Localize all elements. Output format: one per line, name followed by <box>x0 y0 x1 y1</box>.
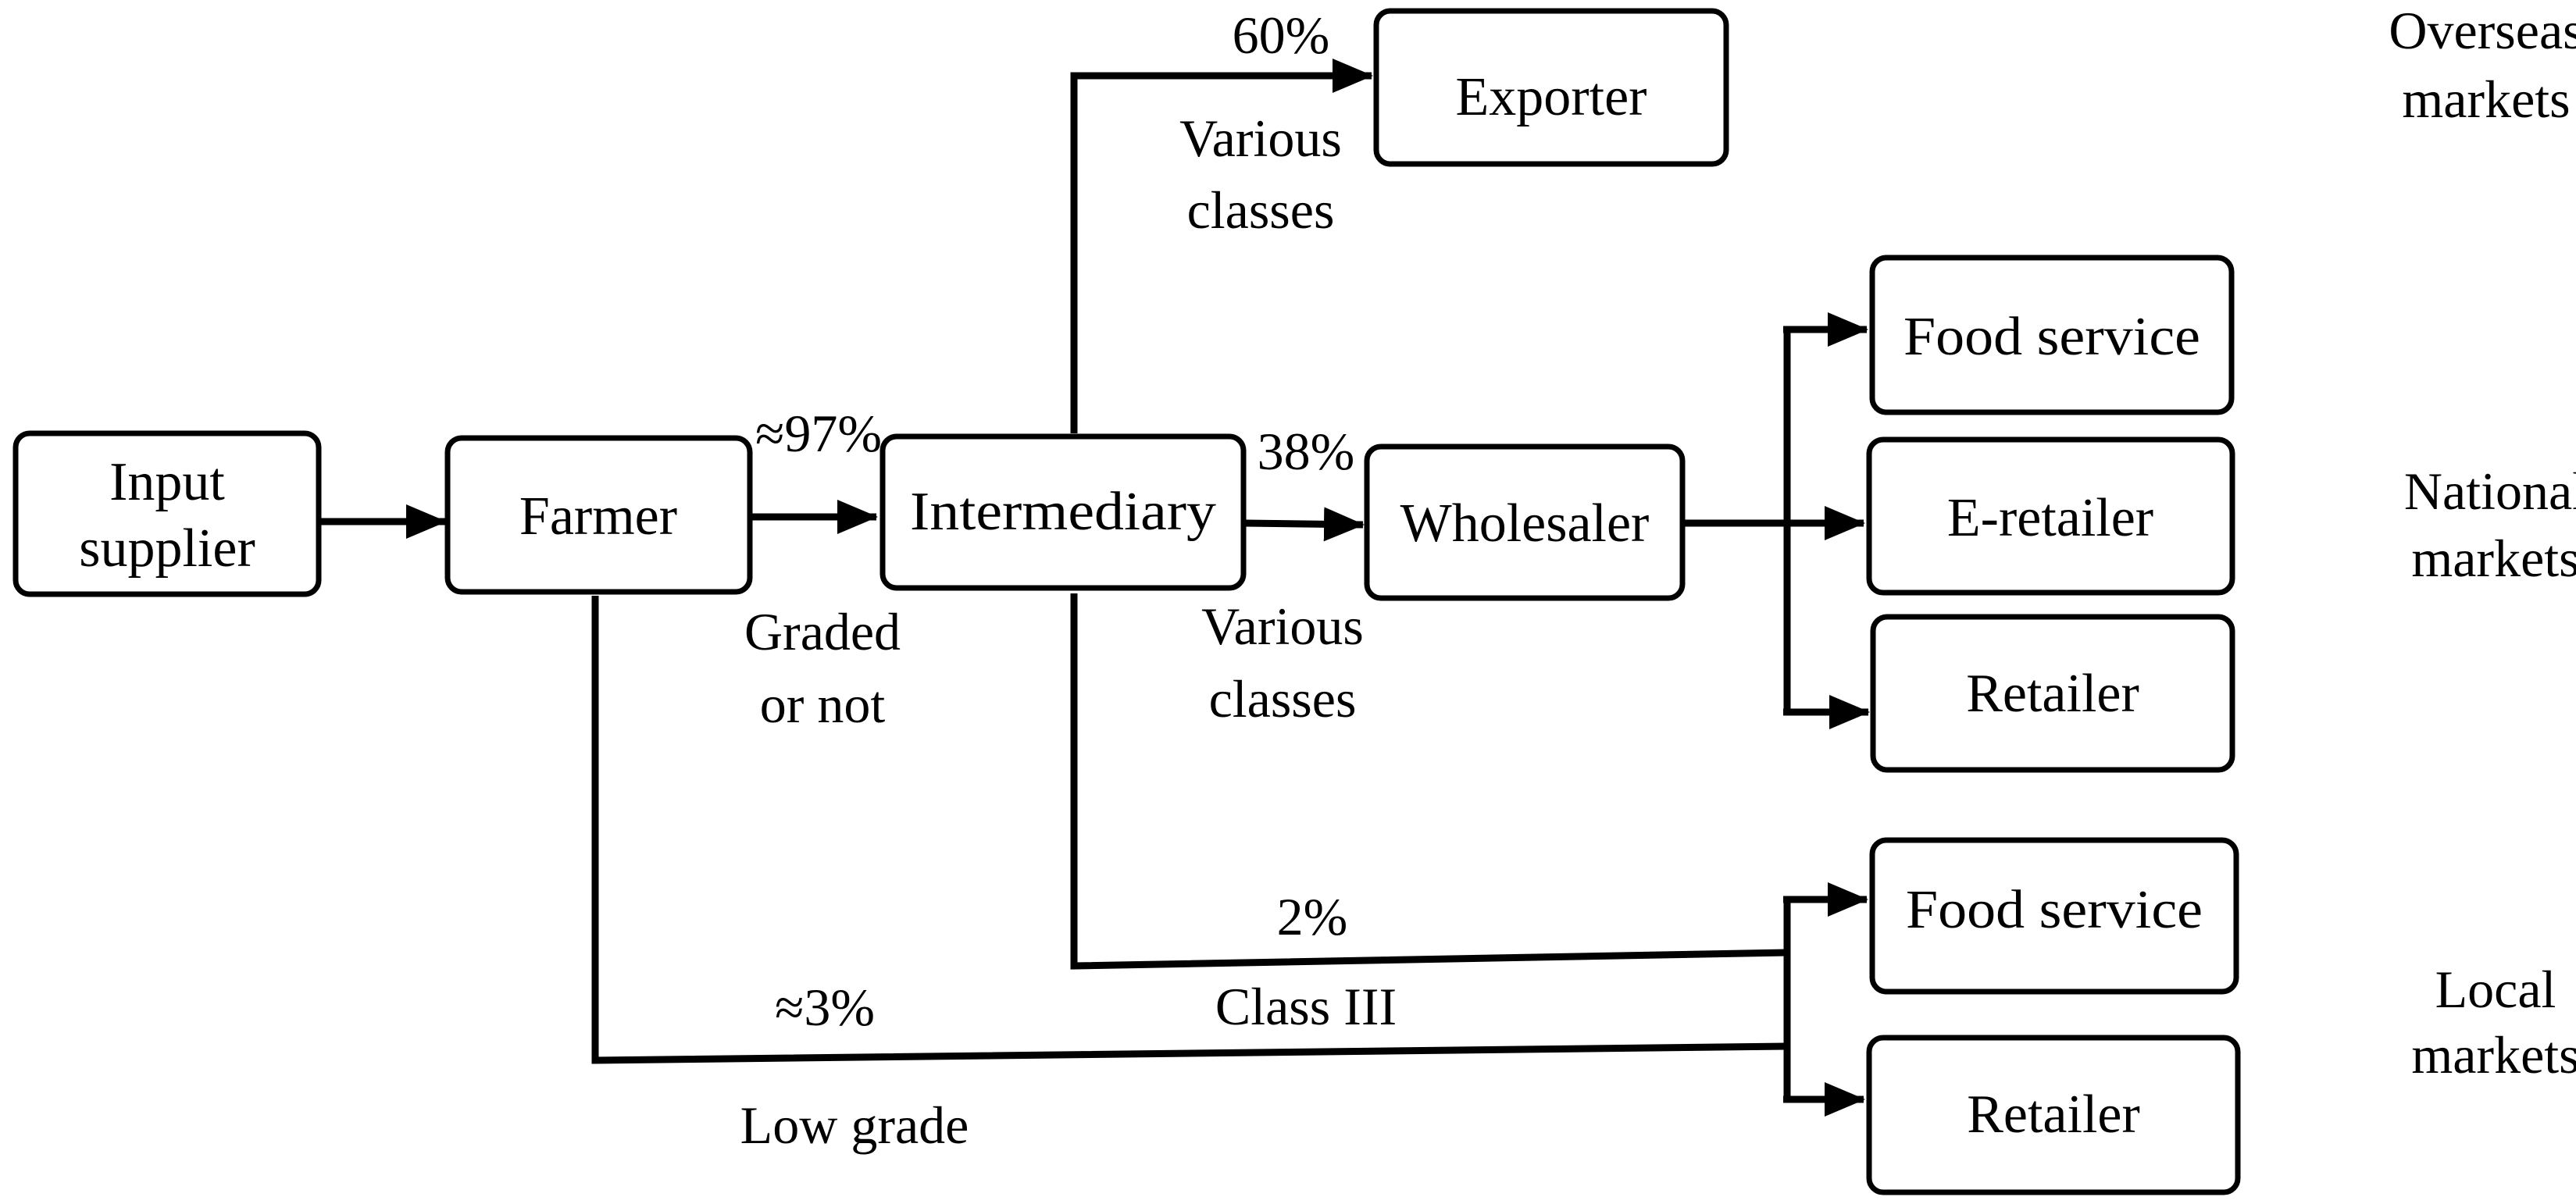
connectors <box>320 59 1870 1117</box>
note-intermediary-to-wholesaler: classes <box>1209 669 1357 728</box>
node-label: Retailer <box>1966 664 2139 724</box>
node-label: E-retailer <box>1947 488 2153 548</box>
note-intermediary-to-exporter: Various <box>1179 109 1342 168</box>
node-retailer-national: Retailer <box>1870 614 2235 773</box>
svg-text:supplier: supplier <box>79 518 255 579</box>
market-overseas: markets <box>2402 69 2570 129</box>
node-e-retailer: E-retailer <box>1866 436 2235 596</box>
node-label: Exporter <box>1456 67 1647 127</box>
note-farmer-to-intermediary: or not <box>760 675 886 734</box>
node-label: Food service <box>1903 307 2200 367</box>
arrow-intermediary-to-wholesaler <box>1244 507 1365 542</box>
node-exporter: Exporter <box>1373 8 1729 167</box>
share-intermediary-to-exporter: 60% <box>1233 5 1330 65</box>
line-farmer-to-local <box>591 596 1788 1064</box>
node-label-line: supplier <box>79 518 255 579</box>
share-intermediary-to-wholesaler: 38% <box>1258 422 1355 481</box>
line-intermediary-to-local <box>1070 593 1788 970</box>
node-label: Food service <box>1906 880 2203 940</box>
svg-text:Input: Input <box>109 452 225 512</box>
market-overseas: Overseas <box>2389 1 2576 60</box>
node-label-line: Input <box>109 452 225 512</box>
node-label: Farmer <box>519 486 677 547</box>
market-local: Local <box>2435 960 2556 1019</box>
market-labels: Overseas markets National markets Local … <box>2389 1 2576 1085</box>
node-label: Intermediary <box>910 482 1216 542</box>
node-food-service-local: Food service <box>1869 837 2239 995</box>
node-label: Wholesaler <box>1400 493 1650 554</box>
note-farmer-to-local: Low grade <box>740 1095 969 1155</box>
node-input-supplier: Input supplier <box>12 430 322 597</box>
edge-labels: ≈97% Graded or not 60% Various classes 3… <box>740 5 1397 1155</box>
note-farmer-to-intermediary: Graded <box>744 602 901 661</box>
note-intermediary-to-exporter: classes <box>1187 180 1335 240</box>
share-farmer-to-intermediary: ≈97% <box>755 404 882 463</box>
share-intermediary-to-local: 2% <box>1277 887 1348 946</box>
share-farmer-to-local: ≈3% <box>775 978 875 1037</box>
note-intermediary-to-local: Class III <box>1215 977 1397 1036</box>
node-farmer: Farmer <box>444 435 753 595</box>
node-intermediary: Intermediary <box>879 433 1247 591</box>
node-wholesaler: Wholesaler <box>1364 443 1686 601</box>
note-intermediary-to-wholesaler: Various <box>1201 597 1364 656</box>
node-food-service-national: Food service <box>1869 255 2235 415</box>
node-retailer-local: Retailer <box>1866 1035 2241 1195</box>
market-national: National <box>2404 461 2576 521</box>
market-national: markets <box>2411 529 2576 588</box>
market-local: markets <box>2411 1025 2576 1085</box>
arrow-intermediary-to-exporter <box>1070 59 1373 433</box>
node-label: Retailer <box>1967 1085 2140 1145</box>
